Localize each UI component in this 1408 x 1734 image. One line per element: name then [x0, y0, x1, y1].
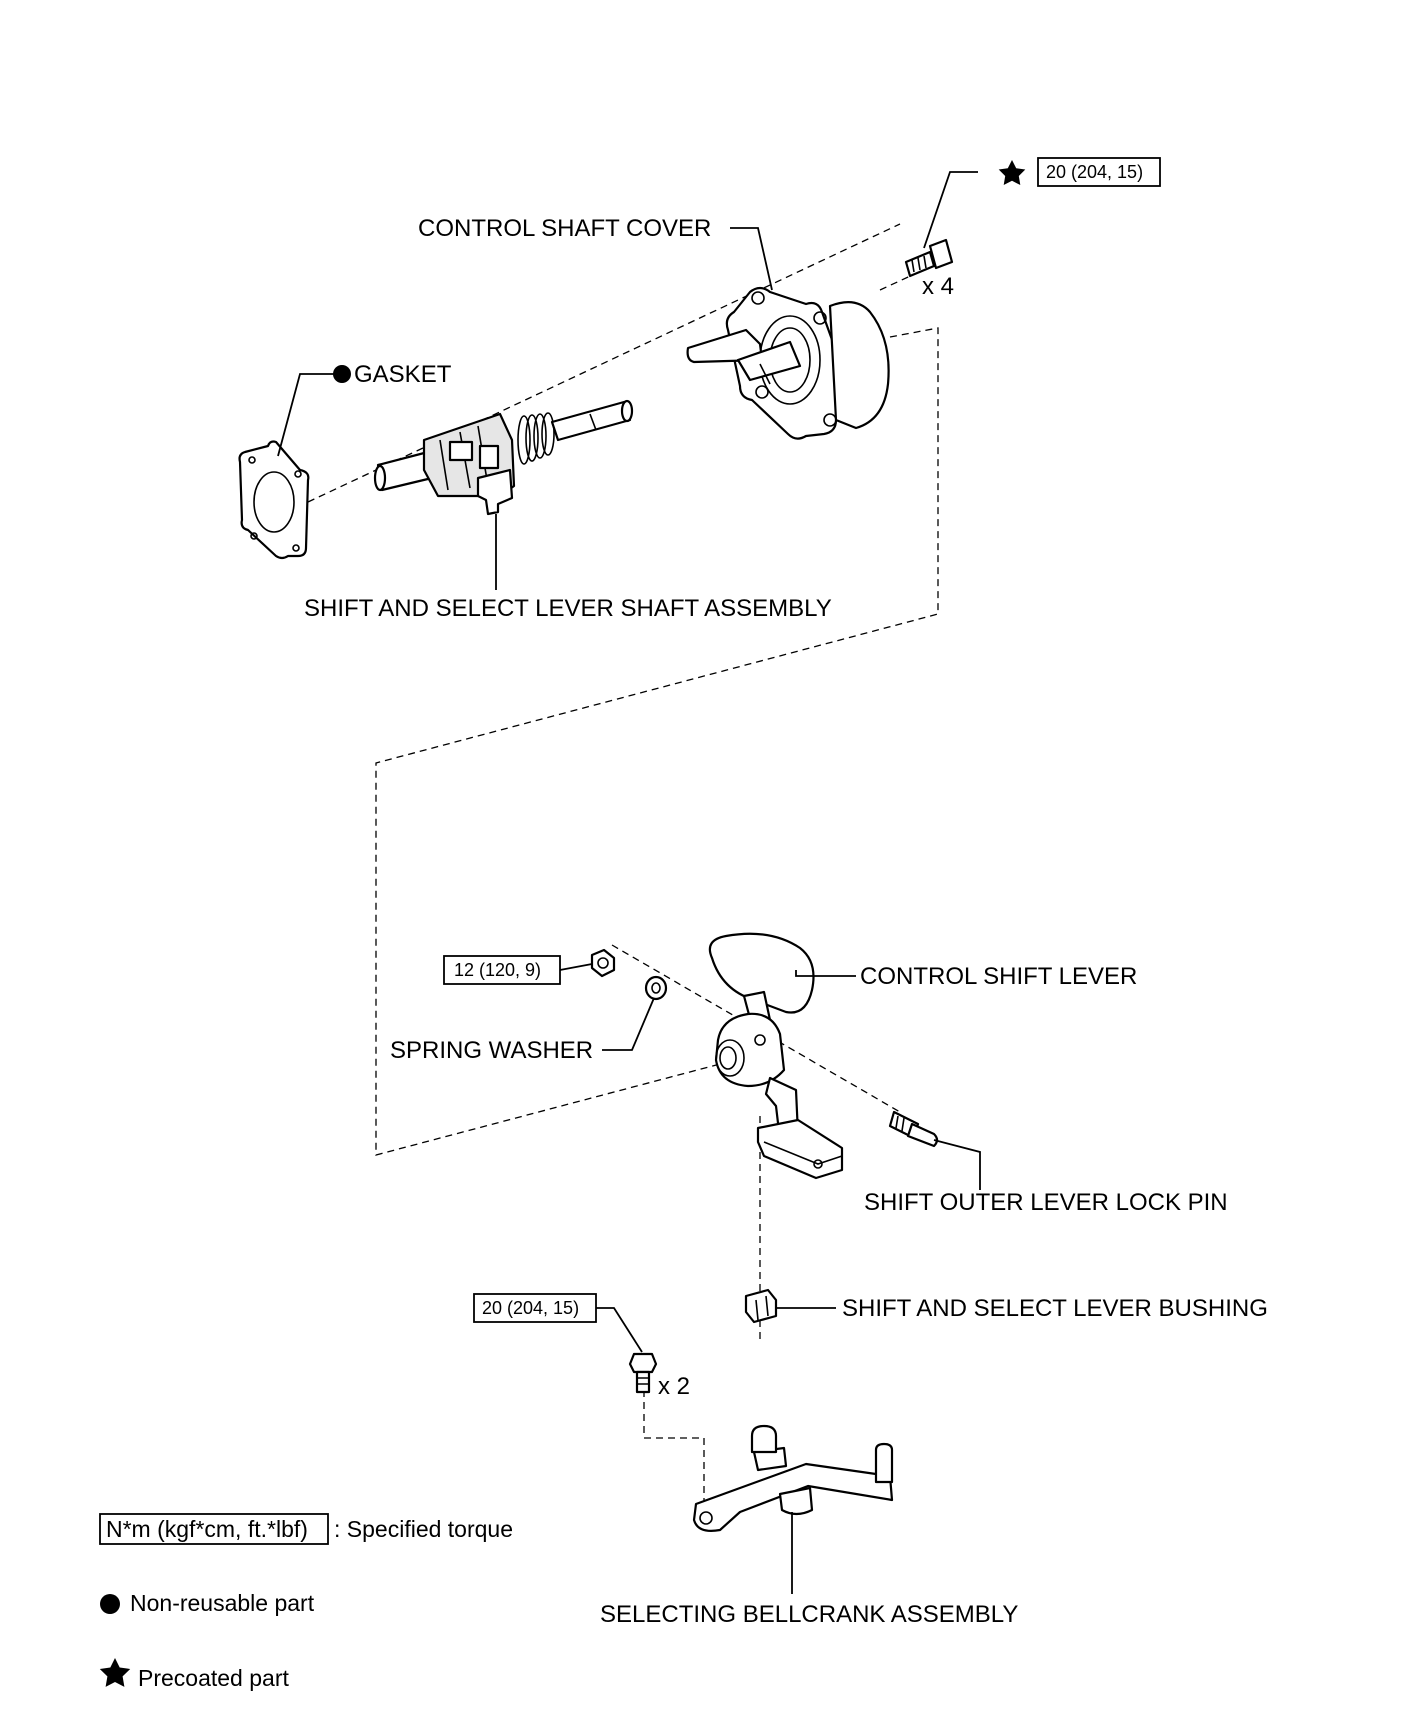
shift-select-shaft-label: SHIFT AND SELECT LEVER SHAFT ASSEMBLY [304, 595, 832, 622]
cover-bolt-quantity: x 4 [922, 273, 954, 300]
lever-nut-part [590, 948, 616, 978]
bushing-part [744, 1288, 778, 1324]
legend: N*m (kgf*cm, ft.*lbf) : Specified torque… [99, 1513, 513, 1691]
torque-spec-cover-text: 20 (204, 15) [1046, 162, 1143, 182]
selecting-bellcrank-part [692, 1424, 894, 1532]
bushing-label: SHIFT AND SELECT LEVER BUSHING [842, 1295, 1268, 1322]
gasket-part [238, 440, 310, 560]
filled-circle-icon [333, 365, 351, 383]
shift-select-shaft-part [373, 399, 634, 516]
control-shaft-cover-label: CONTROL SHAFT COVER [418, 215, 711, 242]
torque-spec-bellcrank: 20 (204, 15) [473, 1293, 597, 1323]
legend-star-icon [99, 1658, 131, 1687]
control-shift-lever-part [708, 932, 844, 1180]
torque-spec-cover: 20 (204, 15) [1037, 157, 1161, 187]
legend-torque-unit: N*m (kgf*cm, ft.*lbf) [106, 1516, 308, 1542]
legend-non-reusable: Non-reusable part [130, 1590, 315, 1616]
gasket-label: GASKET [354, 361, 452, 388]
torque-spec-bellcrank-text: 20 (204, 15) [482, 1298, 579, 1318]
legend-filled-circle-icon [100, 1594, 120, 1614]
star-icon [998, 160, 1026, 185]
spring-washer-part [644, 975, 668, 1001]
leader-lines [277, 171, 981, 1594]
lock-pin-part [888, 1110, 939, 1148]
lock-pin-label: SHIFT OUTER LEVER LOCK PIN [864, 1189, 1228, 1216]
bellcrank-bolt-quantity: x 2 [658, 1373, 690, 1400]
control-shift-lever-label: CONTROL SHIFT LEVER [860, 963, 1137, 990]
spring-washer-label: SPRING WASHER [390, 1037, 593, 1064]
cover-bolt-part [904, 238, 954, 278]
legend-precoated: Precoated part [138, 1665, 289, 1691]
control-shaft-cover-part [686, 286, 890, 440]
torque-spec-nut: 12 (120, 9) [443, 955, 561, 985]
torque-spec-nut-text: 12 (120, 9) [454, 960, 541, 980]
bellcrank-bolt-part [628, 1352, 658, 1394]
legend-torque-desc: : Specified torque [334, 1516, 513, 1542]
selecting-bellcrank-label: SELECTING BELLCRANK ASSEMBLY [600, 1601, 1018, 1628]
